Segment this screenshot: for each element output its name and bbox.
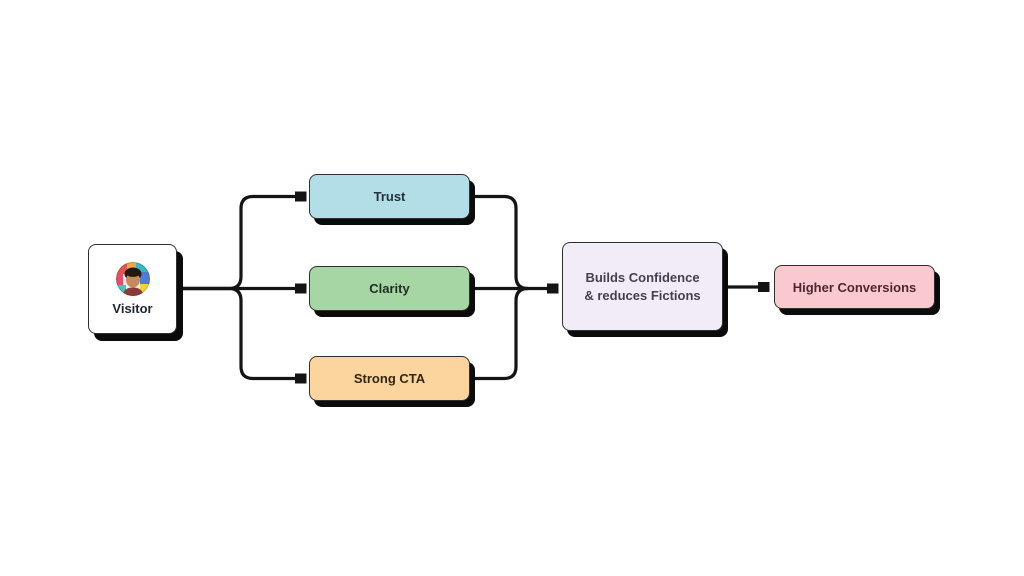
node-trust-label: Trust [373, 189, 406, 204]
node-builds-confidence[interactable]: Builds Confidence & reduces Fictions [562, 242, 723, 331]
node-strong-cta-label: Strong CTA [353, 371, 426, 386]
node-higher-conversions-label: Higher Conversions [792, 279, 917, 295]
node-visitor-label: Visitor [112, 301, 153, 316]
edge-trust-builds-confidence [470, 194, 529, 291]
edge-visitor-trust [177, 197, 305, 291]
node-strong-cta[interactable]: Strong CTA [309, 356, 470, 401]
node-clarity[interactable]: Clarity [309, 266, 470, 311]
node-higher-conversions[interactable]: Higher Conversions [774, 265, 935, 309]
edge-visitor-strong-cta [177, 286, 305, 379]
node-clarity-label: Clarity [369, 281, 410, 296]
node-trust[interactable]: Trust [309, 174, 470, 219]
node-builds-confidence-label-line1: Builds Confidence [585, 269, 700, 285]
edge-strong-cta-builds-confidence [470, 286, 529, 381]
node-visitor[interactable]: Visitor [88, 244, 177, 334]
visitor-avatar [115, 262, 150, 296]
node-builds-confidence-label-line2: & reduces Fictions [584, 287, 701, 303]
